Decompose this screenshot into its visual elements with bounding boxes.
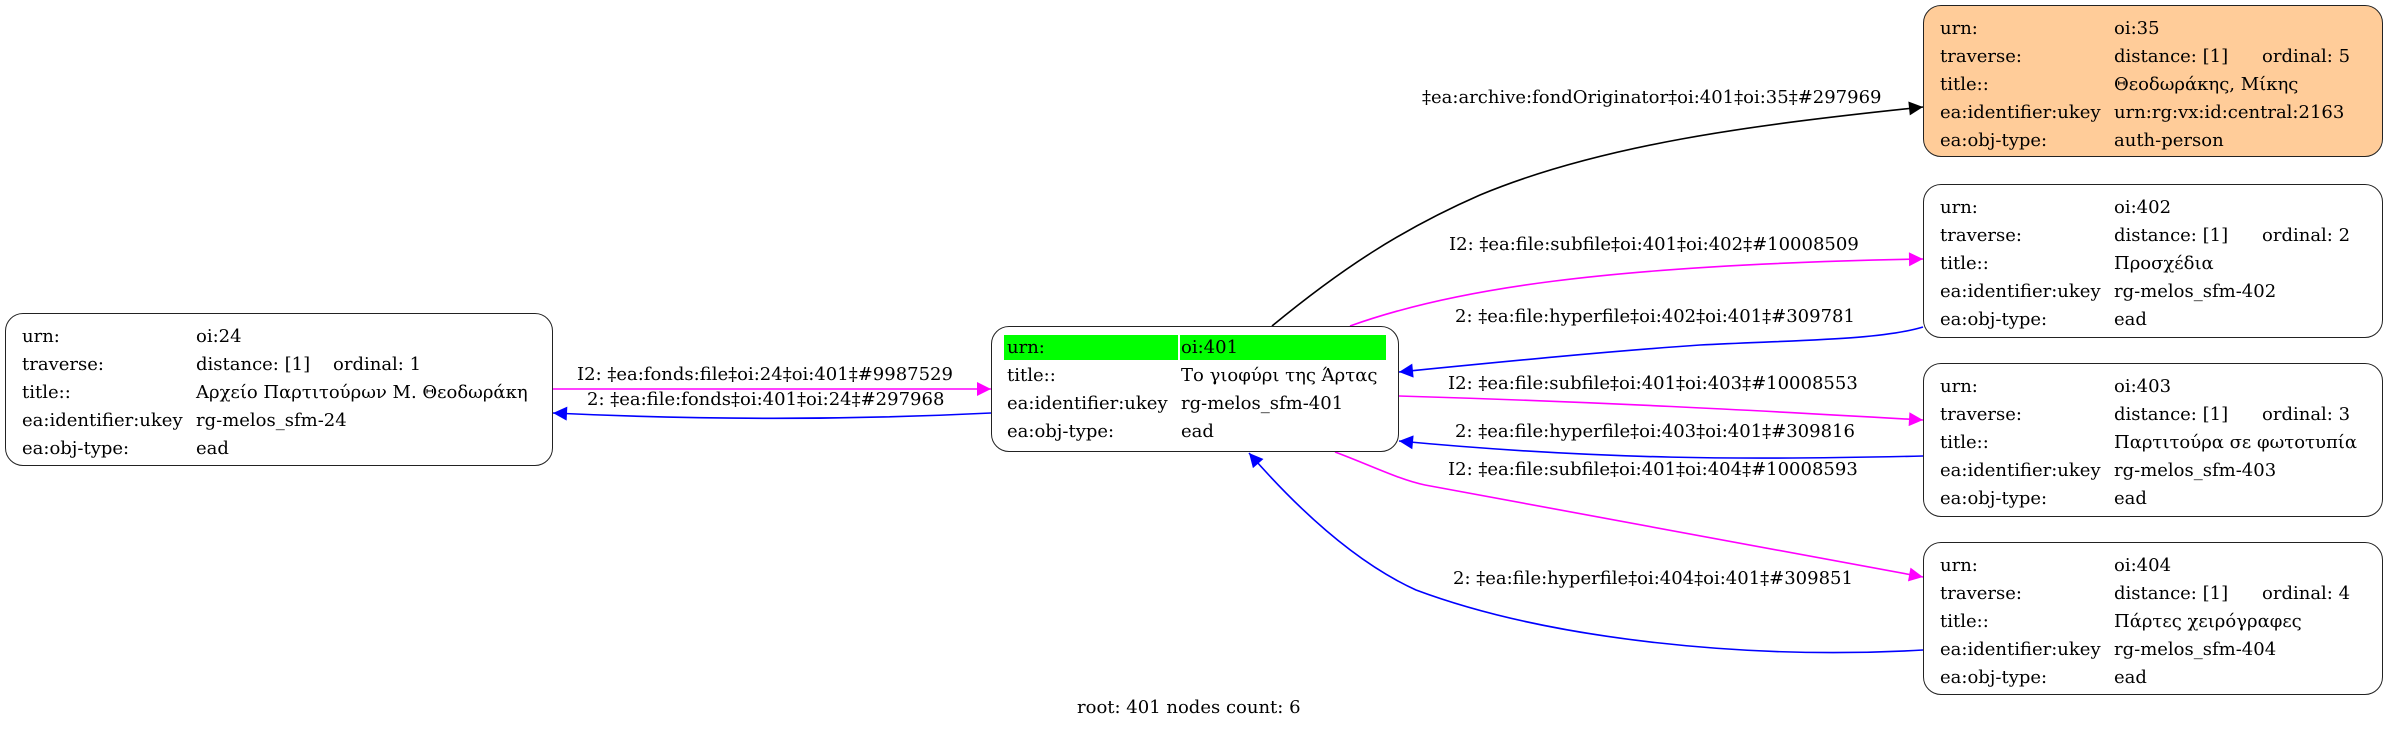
distance-value: distance: [1] <box>2114 46 2229 67</box>
edge-label-file-fonds-401-24: 2: ‡ea:file:fonds‡oi:401‡oi:24‡#297968 <box>587 389 945 410</box>
obj-type-value: auth-person <box>2114 130 2224 151</box>
title-value: Θεοδωράκης, Μίκης <box>2114 74 2299 95</box>
title-label: title:: <box>1007 365 1056 386</box>
urn-label: urn: <box>1940 376 1978 397</box>
ordinal-value: ordinal: 2 <box>2262 225 2351 246</box>
obj-type-label: ea:obj-type: <box>1940 130 2048 151</box>
ordinal-value: ordinal: 3 <box>2262 404 2351 425</box>
urn-label: urn: <box>1940 18 1978 39</box>
ukey-label: ea:identifier:ukey <box>1007 393 1168 414</box>
edge-label-hyperfile-402-401: 2: ‡ea:file:hyperfile‡oi:402‡oi:401‡#309… <box>1455 306 1855 327</box>
urn-value: oi:35 <box>2114 18 2160 39</box>
urn-value: oi:403 <box>2114 376 2172 397</box>
distance-value: distance: [1] <box>2114 225 2229 246</box>
obj-type-label: ea:obj-type: <box>1940 667 2048 688</box>
obj-type-label: ea:obj-type: <box>1940 309 2048 330</box>
edge-subfile-401-403 <box>1398 395 1924 427</box>
distance-value: distance: [1] <box>196 354 311 375</box>
ukey-label: ea:identifier:ukey <box>1940 639 2101 660</box>
urn-value: oi:404 <box>2114 555 2172 576</box>
obj-type-value: ead <box>2114 309 2147 330</box>
ukey-value: rg-melos_sfm-402 <box>2114 281 2277 302</box>
edge-label-hyperfile-403-401: 2: ‡ea:file:hyperfile‡oi:403‡oi:401‡#309… <box>1455 421 1855 442</box>
traverse-label: traverse: <box>1940 583 2022 604</box>
ukey-value: rg-melos_sfm-401 <box>1181 393 1344 414</box>
title-value: Αρχείο Παρτιτούρων Μ. Θεοδωράκη <box>196 382 528 403</box>
traverse-label: traverse: <box>1940 46 2022 67</box>
traverse-label: traverse: <box>1940 404 2022 425</box>
ordinal-value: ordinal: 5 <box>2262 46 2351 67</box>
node-oi-403[interactable]: urn: oi:403 traverse: distance: [1] ordinal… <box>1923 363 2383 517</box>
urn-value: oi:402 <box>2114 197 2172 218</box>
ordinal-value: ordinal: 1 <box>333 354 422 375</box>
edge-originator-401-35 <box>1271 101 1924 327</box>
title-value: Προσχέδια <box>2114 253 2214 274</box>
node-oi-35[interactable]: urn: oi:35 traverse: distance: [1] ordinal:… <box>1923 5 2383 157</box>
distance-value: distance: [1] <box>2114 404 2229 425</box>
node-oi-404[interactable]: urn: oi:404 traverse: distance: [1] ordinal… <box>1923 542 2383 695</box>
urn-value: oi:401 <box>1181 337 1239 358</box>
title-label: title:: <box>1940 432 1989 453</box>
urn-label: urn: <box>1940 555 1978 576</box>
edge-label-hyperfile-404-401: 2: ‡ea:file:hyperfile‡oi:404‡oi:401‡#309… <box>1453 568 1853 589</box>
traverse-label: traverse: <box>1940 225 2022 246</box>
node-oi-401-root[interactable]: urn: oi:401 title::Το γιοφύρι της Άρτας e… <box>991 326 1399 452</box>
title-value: Το γιοφύρι της Άρτας <box>1181 365 1378 386</box>
edge-hyperfile-402-401 <box>1398 326 1924 378</box>
ukey-value: rg-melos_sfm-24 <box>196 410 347 431</box>
ukey-value: rg-melos_sfm-403 <box>2114 460 2277 481</box>
obj-type-value: ead <box>2114 488 2147 509</box>
obj-type-label: ea:obj-type: <box>22 438 130 459</box>
title-label: title:: <box>1940 611 1989 632</box>
title-label: title:: <box>1940 74 1989 95</box>
ukey-value: urn:rg:vx:id:central:2163 <box>2114 102 2345 123</box>
urn-label: urn: <box>22 326 60 347</box>
distance-value: distance: [1] <box>2114 583 2229 604</box>
obj-type-value: ead <box>196 438 229 459</box>
ukey-label: ea:identifier:ukey <box>22 410 183 431</box>
edge-subfile-401-404 <box>1334 451 1924 582</box>
ukey-label: ea:identifier:ukey <box>1940 460 2101 481</box>
edge-hyperfile-403-401 <box>1398 435 1924 459</box>
urn-label: urn: <box>1007 337 1045 358</box>
edge-label-subfile-401-402: I2: ‡ea:file:subfile‡oi:401‡oi:402‡#1000… <box>1449 234 1859 255</box>
ukey-value: rg-melos_sfm-404 <box>2114 639 2277 660</box>
edge-file-fonds-401-24 <box>552 406 992 421</box>
edge-subfile-401-402 <box>1349 252 1924 327</box>
obj-type-value: ead <box>2114 667 2147 688</box>
ukey-label: ea:identifier:ukey <box>1940 281 2101 302</box>
obj-type-value: ead <box>1181 421 1214 442</box>
edge-label-originator-401-35: ‡ea:archive:fondOriginator‡oi:401‡oi:35‡… <box>1422 87 1882 108</box>
node-oi-24[interactable]: urn: oi:24 traverse: distance: [1] ordinal:… <box>5 313 553 466</box>
ordinal-value: ordinal: 4 <box>2262 583 2351 604</box>
urn-value: oi:24 <box>196 326 242 347</box>
edge-label-subfile-401-403: I2: ‡ea:file:subfile‡oi:401‡oi:403‡#1000… <box>1448 373 1858 394</box>
title-label: title:: <box>22 382 71 403</box>
root-highlight-value <box>1180 335 1386 360</box>
edge-hyperfile-404-401 <box>1248 452 1924 654</box>
title-value: Πάρτες χειρόγραφες <box>2114 611 2302 632</box>
edge-label-subfile-401-404: I2: ‡ea:file:subfile‡oi:401‡oi:404‡#1000… <box>1448 459 1858 480</box>
title-label: title:: <box>1940 253 1989 274</box>
obj-type-label: ea:obj-type: <box>1940 488 2048 509</box>
edge-label-fonds-file-24-401: I2: ‡ea:fonds:file‡oi:24‡oi:401‡#9987529 <box>577 364 953 385</box>
obj-type-label: ea:obj-type: <box>1007 421 1115 442</box>
node-oi-402[interactable]: urn: oi:402 traverse: distance: [1] ordinal… <box>1923 184 2383 338</box>
traverse-label: traverse: <box>22 354 104 375</box>
title-value: Παρτιτούρα σε φωτοτυπία <box>2114 432 2357 453</box>
root-highlight-key <box>1004 335 1178 360</box>
urn-label: urn: <box>1940 197 1978 218</box>
graph-footer-caption: root: 401 nodes count: 6 <box>1077 697 1301 718</box>
ukey-label: ea:identifier:ukey <box>1940 102 2101 123</box>
